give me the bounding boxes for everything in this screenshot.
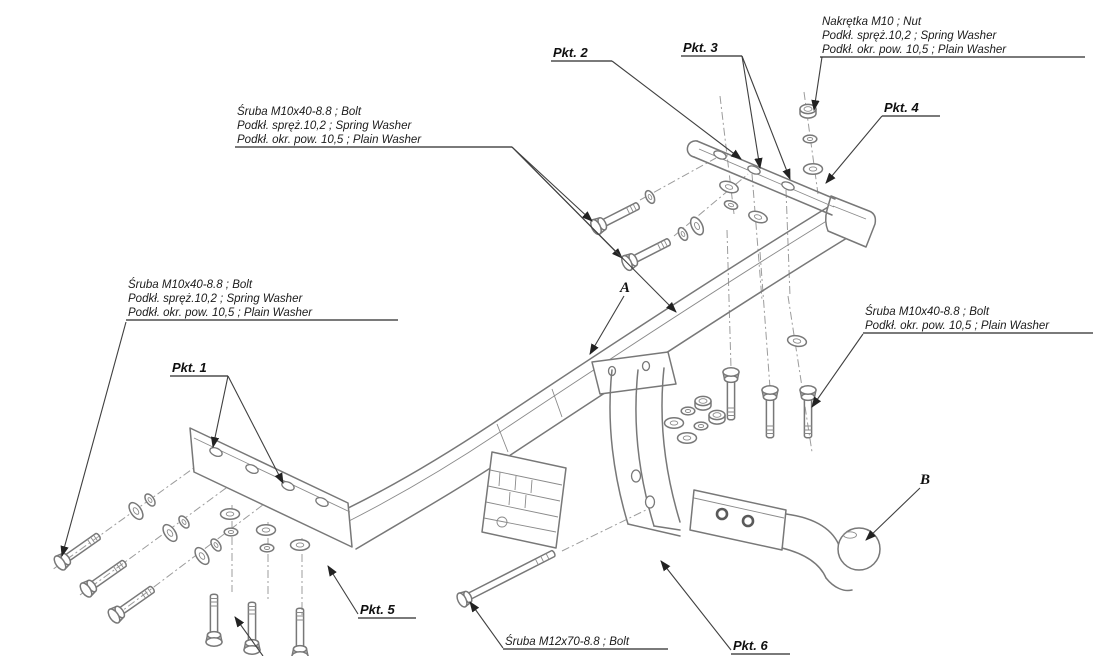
bolt-left-label-line2: Podkł. spręż.10,2 ; Spring Washer bbox=[128, 293, 303, 305]
axis-lines bbox=[51, 91, 819, 621]
bolt-right-label-line1: Śruba M10x40-8.8 ; Bolt bbox=[865, 305, 990, 318]
nut-assembly-label-line2: Podkł. spręż.10,2 ; Spring Washer bbox=[822, 30, 997, 42]
part-a-label: A bbox=[619, 280, 630, 296]
point-3-label: Pkt. 3 bbox=[683, 40, 718, 55]
bolt-top-label-line1: Śruba M10x40-8.8 ; Bolt bbox=[237, 105, 362, 118]
bolt-left-label-line1: Śruba M10x40-8.8 ; Bolt bbox=[128, 278, 253, 291]
m12-bolt bbox=[454, 545, 559, 610]
point-1-label: Pkt. 1 bbox=[172, 360, 207, 375]
bolt-top-label-line3: Podkł. okr. pow. 10,5 ; Plain Washer bbox=[237, 134, 422, 146]
info-plate bbox=[481, 451, 567, 549]
leader-lines bbox=[60, 55, 921, 656]
bolt-left-label-line3: Podkł. okr. pow. 10,5 ; Plain Washer bbox=[128, 307, 313, 319]
label-underlines bbox=[126, 55, 1093, 655]
part-b-label: B bbox=[919, 472, 930, 488]
left-mounting-plate bbox=[189, 427, 353, 548]
text-labels: Nakrętka M10 ; Nut Podkł. spręż.10,2 ; S… bbox=[128, 16, 1050, 653]
ball-mount-bracket bbox=[591, 351, 681, 537]
point-6-label: Pkt. 6 bbox=[733, 638, 768, 653]
tow-ball-assembly bbox=[689, 489, 881, 592]
nut-washer-stack-top-right bbox=[799, 103, 824, 175]
point-5-label: Pkt. 5 bbox=[360, 602, 395, 617]
lower-left-fasteners bbox=[51, 491, 311, 656]
point-2-label: Pkt. 2 bbox=[553, 45, 588, 60]
upper-middle-bolts bbox=[587, 188, 707, 273]
bolt-right-label-line2: Podkł. okr. pow. 10,5 ; Plain Washer bbox=[865, 320, 1050, 332]
bolt-m12-label: Śruba M12x70-8.8 ; Bolt bbox=[505, 635, 630, 648]
nut-assembly-label-line3: Podkł. okr. pow. 10,5 ; Plain Washer bbox=[822, 44, 1007, 56]
center-fasteners bbox=[663, 333, 817, 444]
point-4-label: Pkt. 4 bbox=[884, 100, 919, 115]
beam-right-end-cap bbox=[824, 195, 877, 248]
main-crossbeam bbox=[339, 195, 877, 550]
bolt-top-label-line2: Podkł. spręż.10,2 ; Spring Washer bbox=[237, 120, 412, 132]
top-bracket bbox=[686, 140, 836, 216]
nut-assembly-label-line1: Nakrętka M10 ; Nut bbox=[822, 16, 922, 28]
tow-ball bbox=[837, 527, 881, 571]
